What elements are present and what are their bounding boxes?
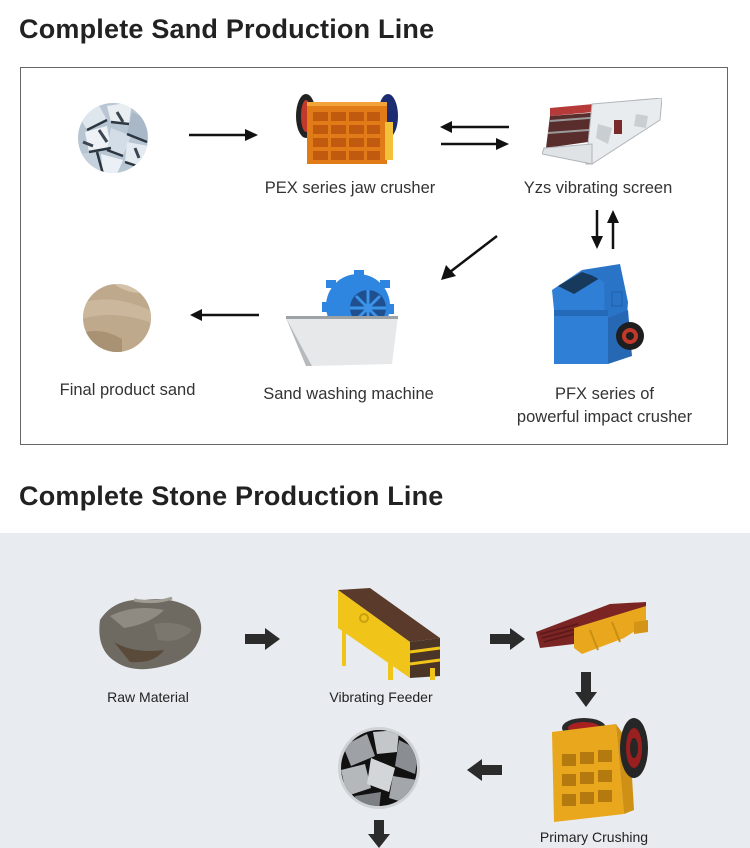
sand-washing-machine-label: Sand washing machine	[263, 385, 434, 403]
impact-crusher-label-line1: PFX series of	[554, 385, 655, 403]
flow-arrow-diagonal	[440, 234, 500, 282]
block-arrow-right	[245, 628, 281, 650]
crushed-stone-image	[337, 726, 421, 810]
raw-material-image	[94, 594, 206, 672]
block-arrow-right	[490, 628, 526, 650]
vibrating-feeder-label: Vibrating Feeder	[329, 689, 433, 705]
flow-arrow-bidirectional	[440, 120, 510, 152]
raw-stone-image	[77, 102, 149, 174]
vibrating-screen-image	[542, 98, 662, 170]
block-arrow-down	[575, 672, 597, 708]
jaw-crusher-image	[293, 92, 401, 166]
sand-section-title: Complete Sand Production Line	[19, 14, 435, 44]
sand-flow-diagram	[20, 67, 728, 445]
primary-crusher-image	[544, 714, 650, 826]
stone-section-title: Complete Stone Production Line	[19, 481, 444, 511]
final-sand-image	[82, 283, 152, 353]
flow-arrow-right	[189, 128, 259, 142]
impact-crusher-label-line2: powerful impact crusher	[516, 408, 693, 426]
vibrating-screen-label: Yzs vibrating screen	[523, 179, 673, 197]
jaw-crusher-label: PEX series jaw crusher	[264, 179, 436, 197]
block-arrow-down	[368, 820, 390, 848]
feeder-machine-image	[534, 598, 650, 656]
final-sand-label: Final product sand	[59, 381, 196, 399]
sand-washing-machine-image	[286, 270, 398, 370]
raw-material-label: Raw Material	[107, 689, 189, 705]
impact-crusher-image	[544, 262, 656, 374]
block-arrow-left	[467, 759, 503, 781]
flow-arrow-left	[190, 308, 260, 322]
flow-arrow-up-down	[588, 210, 622, 250]
vibrating-feeder-image	[330, 588, 442, 680]
primary-crushing-label: Primary Crushing	[539, 829, 649, 845]
